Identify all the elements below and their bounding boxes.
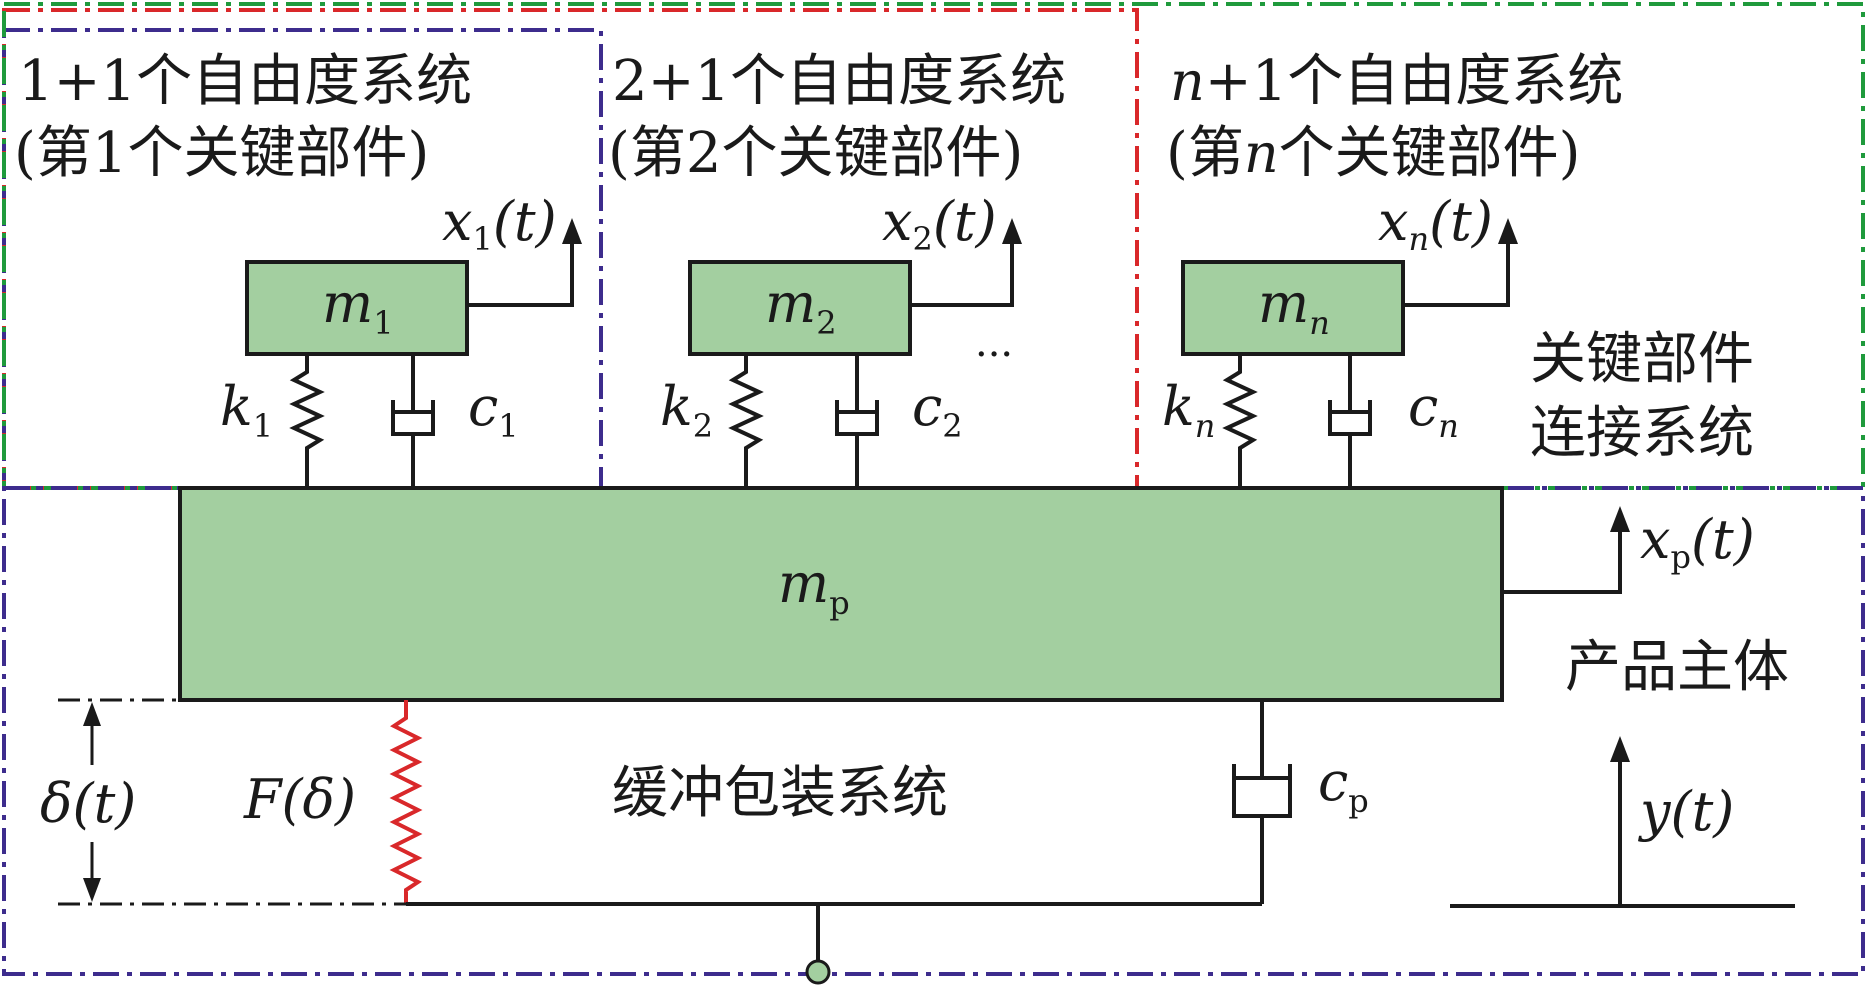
damper-c1-label: c1 xyxy=(468,375,519,445)
spring-k2-label: k2 xyxy=(660,375,713,445)
subsystem-2-title: 2+1个自由度系统 xyxy=(612,49,1066,114)
x1-arrow-icon xyxy=(562,218,582,244)
subsystem-n-subtitle-post: 个关键部件) xyxy=(1279,121,1581,186)
xp-lead xyxy=(1502,530,1622,594)
cushion-packaging-label: 缓冲包装系统 xyxy=(612,761,948,826)
delta-arrow-up-icon xyxy=(83,702,101,726)
connection-label-line-1: 关键部件 xyxy=(1530,327,1754,392)
mass-mp-label: mp xyxy=(778,552,850,622)
x1-lead xyxy=(467,240,574,307)
subsystem-1-subtitle: (第1个关键部件) xyxy=(14,121,429,186)
base-excitation-node-icon xyxy=(805,959,831,985)
x2-lead xyxy=(910,240,1014,307)
spring-k1-label: k1 xyxy=(220,375,273,445)
damper-cn-label: cn xyxy=(1408,375,1459,445)
spring-k1 xyxy=(289,354,325,488)
xn-lead xyxy=(1403,240,1510,307)
subsystem-n-title: n+1个自由度系统 xyxy=(1170,49,1623,114)
subsystem-n-subtitle-var: n xyxy=(1244,122,1279,185)
subsystem-n-title-rest: +1个自由度系统 xyxy=(1205,49,1624,114)
subsystem-n-subtitle: (第n个关键部件) xyxy=(1166,121,1581,186)
xn-label: xn(t) xyxy=(1378,190,1493,258)
subsystem-n-subtitle-pre: (第 xyxy=(1166,121,1244,186)
connection-label-line-2: 连接系统 xyxy=(1530,401,1754,466)
damper-cp-label: cp xyxy=(1318,750,1369,820)
delta-label: δ(t) xyxy=(40,772,136,835)
force-label: F(δ) xyxy=(243,768,356,831)
mass-m2 xyxy=(688,260,912,356)
nonlinear-spring xyxy=(389,700,423,904)
xn-arrow-icon xyxy=(1498,218,1518,244)
delta-arrow-down-icon xyxy=(83,878,101,902)
y-arrow-icon xyxy=(1610,736,1630,762)
subsystem-2-subtitle: (第2个关键部件) xyxy=(608,121,1023,186)
mass-mp xyxy=(178,486,1504,702)
spring-kn xyxy=(1222,354,1258,488)
xp-label: xp(t) xyxy=(1640,508,1755,576)
xp-arrow-icon xyxy=(1610,506,1630,532)
connection-system-frame xyxy=(2,2,1865,490)
damper-c2-label: c2 xyxy=(912,375,963,445)
x2-label: x2(t) xyxy=(882,190,997,258)
spring-k2 xyxy=(728,354,764,488)
product-body-label: 产品主体 xyxy=(1565,635,1789,700)
mass-m1-label: m1 xyxy=(322,272,394,342)
spring-kn-label: kn xyxy=(1162,375,1215,445)
ellipsis: ··· xyxy=(975,332,1013,378)
mass-m2-label: m2 xyxy=(765,272,837,342)
x2-arrow-icon xyxy=(1002,218,1022,244)
mass-mn xyxy=(1181,260,1405,356)
y-label: y(t) xyxy=(1638,780,1734,843)
subsystem-1-title: 1+1个自由度系统 xyxy=(18,49,472,114)
subsystem-n-title-var: n xyxy=(1170,50,1205,113)
mass-m1 xyxy=(245,260,469,356)
x1-label: x1(t) xyxy=(442,190,557,258)
mass-mn-label: mn xyxy=(1258,272,1330,342)
